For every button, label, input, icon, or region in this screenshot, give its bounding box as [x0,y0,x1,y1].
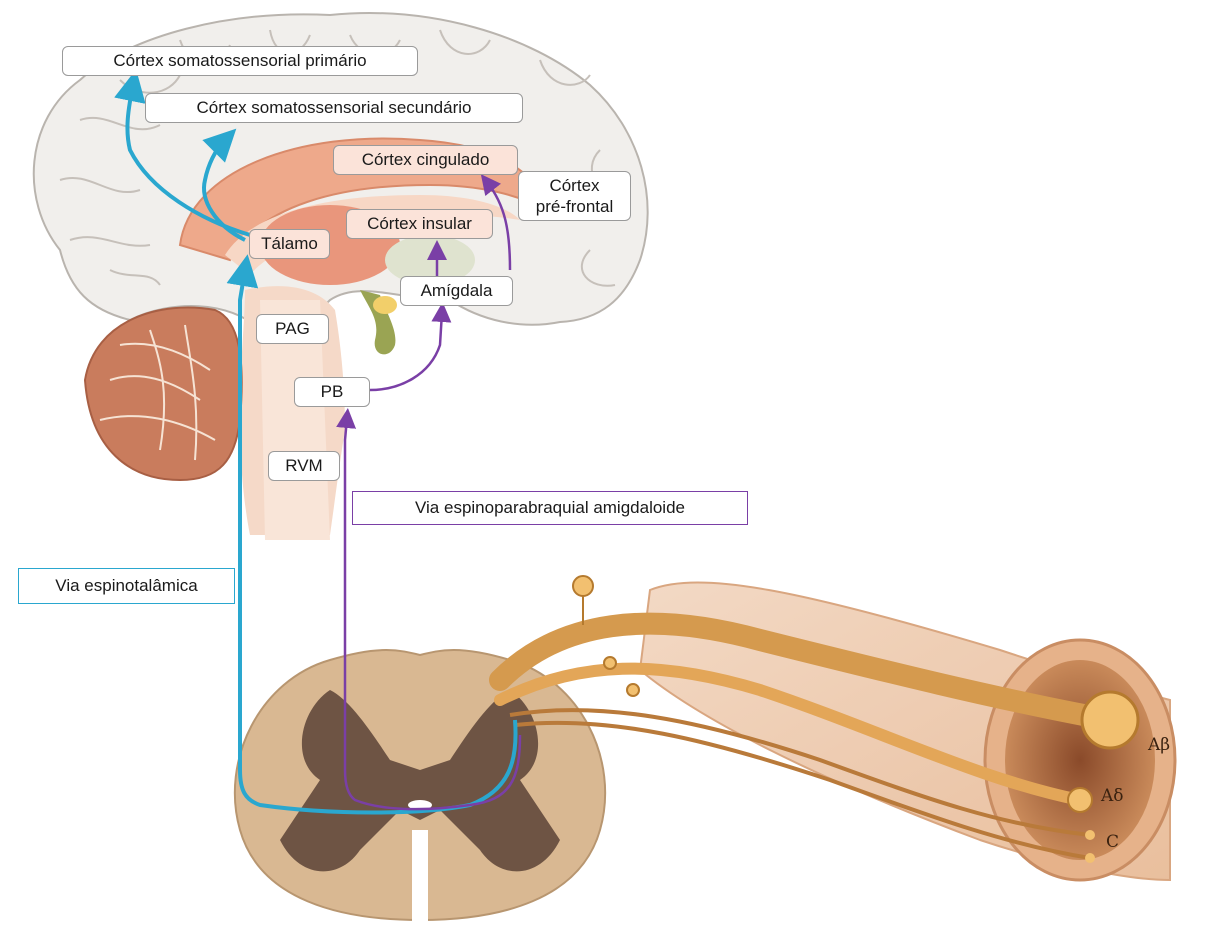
label-primary-somatosensory-cortex: Córtex somatossensorial primário [62,46,418,76]
label-insular-cortex: Córtex insular [346,209,493,239]
label-amygdala: Amígdala [400,276,513,306]
label-prefrontal-line1: Córtex [527,175,622,196]
spinal-cord-illustration [235,650,605,925]
label-cingulate-cortex: Córtex cingulado [333,145,518,175]
label-rvm: RVM [268,451,340,481]
label-pag: PAG [256,314,329,344]
label-fiber-c: C [1106,832,1119,852]
label-spinothalamic-pathway: Via espinotalâmica [18,568,235,604]
label-prefrontal-cortex: Córtex pré-frontal [518,171,631,221]
label-pb: PB [294,377,370,407]
label-thalamus: Tálamo [249,229,330,259]
label-secondary-somatosensory-cortex: Córtex somatossensorial secundário [145,93,523,123]
peripheral-nerve-illustration [500,576,1175,880]
label-spinoparabrachial-pathway: Via espinoparabraquial amigdaloide [352,491,748,525]
label-fiber-a-beta: Aβ [1148,735,1170,755]
label-prefrontal-line2: pré-frontal [527,196,622,217]
label-fiber-a-delta: Aδ [1101,786,1124,806]
